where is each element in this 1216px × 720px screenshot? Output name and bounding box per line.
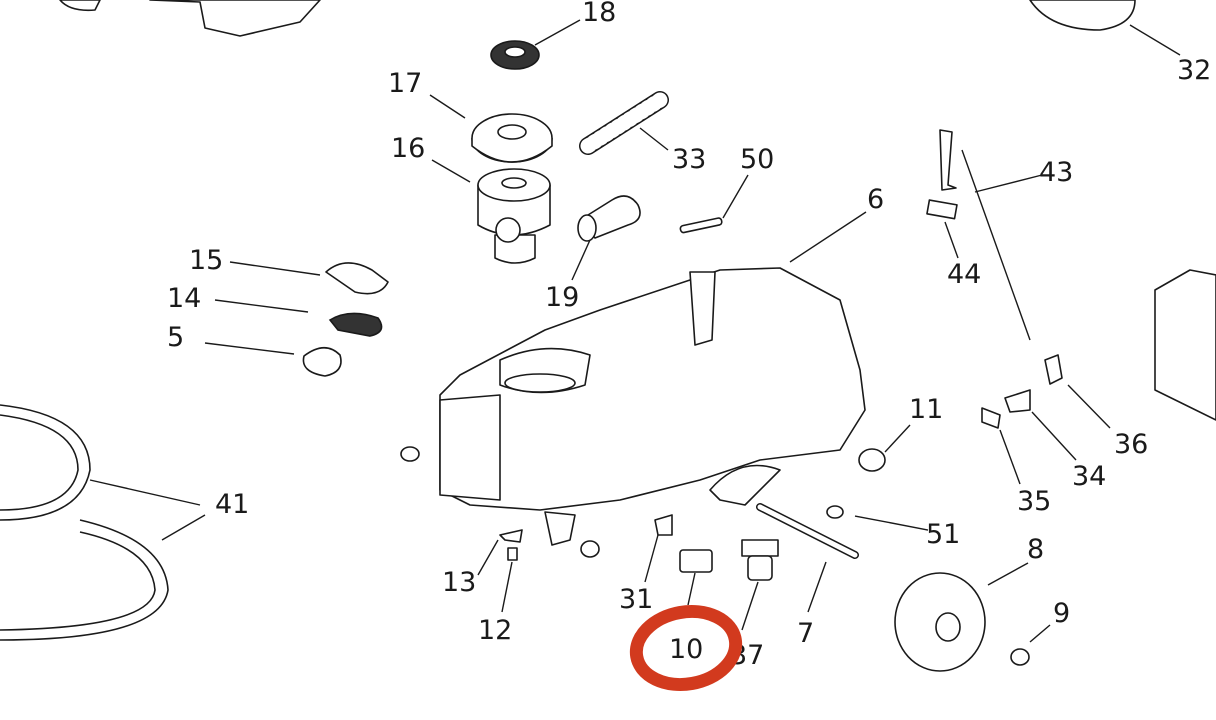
callout-12: 12 bbox=[478, 615, 512, 646]
callout-43: 43 bbox=[1039, 157, 1073, 188]
callout-labels: 18 17 16 33 50 6 43 44 15 14 5 19 32 11 … bbox=[167, 0, 1211, 671]
callout-44: 44 bbox=[947, 259, 981, 290]
callout-8: 8 bbox=[1027, 534, 1044, 565]
callout-35: 35 bbox=[1017, 486, 1051, 517]
callout-11: 11 bbox=[909, 394, 943, 425]
callout-16: 16 bbox=[391, 133, 425, 164]
callout-9: 9 bbox=[1053, 598, 1070, 629]
callout-13: 13 bbox=[442, 567, 476, 598]
callout-51: 51 bbox=[926, 519, 960, 550]
callout-50: 50 bbox=[740, 144, 774, 175]
callout-36: 36 bbox=[1114, 429, 1148, 460]
highlight-circle bbox=[629, 604, 743, 692]
callout-19: 19 bbox=[545, 282, 579, 313]
parts-drawings bbox=[0, 0, 1216, 672]
callout-10: 10 bbox=[669, 634, 703, 665]
callout-33: 33 bbox=[672, 144, 706, 175]
callout-31: 31 bbox=[619, 584, 653, 615]
callout-7: 7 bbox=[797, 618, 814, 649]
callout-41: 41 bbox=[215, 489, 249, 520]
callout-14: 14 bbox=[167, 283, 201, 314]
callout-17: 17 bbox=[388, 68, 422, 99]
callout-18: 18 bbox=[582, 0, 616, 28]
callout-6: 6 bbox=[867, 184, 884, 215]
callout-15: 15 bbox=[189, 245, 223, 276]
callout-32: 32 bbox=[1177, 55, 1211, 86]
callout-5: 5 bbox=[167, 322, 184, 353]
callout-34: 34 bbox=[1072, 461, 1106, 492]
leader-lines bbox=[89, 19, 1181, 643]
